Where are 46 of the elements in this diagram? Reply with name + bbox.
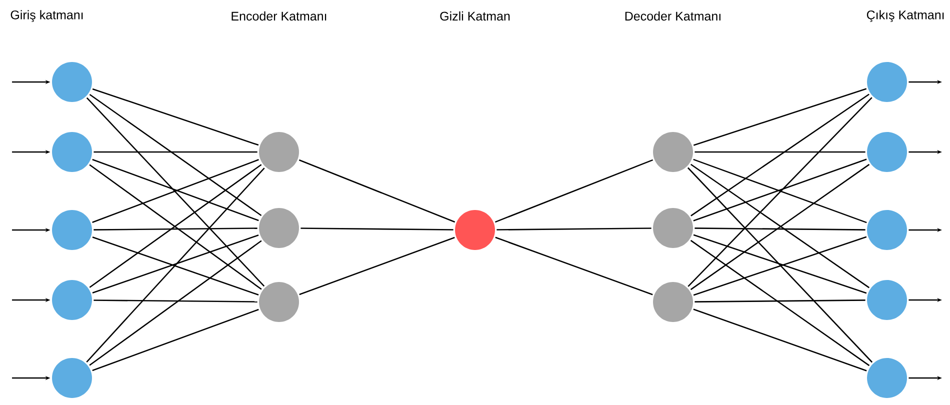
neuron-circle bbox=[52, 62, 92, 102]
neuron-circle bbox=[867, 62, 907, 102]
connection-line bbox=[690, 94, 870, 216]
neuron-circle bbox=[52, 132, 92, 172]
connection-line bbox=[298, 159, 456, 223]
connection-line bbox=[94, 228, 258, 230]
connection-line bbox=[94, 300, 258, 302]
connection-line bbox=[495, 236, 653, 296]
connection-line bbox=[86, 168, 265, 362]
layer-title: Giriş katmanı bbox=[10, 10, 83, 22]
neuron-circle bbox=[867, 210, 907, 250]
layer-title: Çıkış Katmanı bbox=[866, 10, 944, 22]
connection-line bbox=[694, 151, 866, 153]
layer-title: Encoder Katmanı bbox=[232, 11, 326, 21]
neuron-circle bbox=[52, 280, 92, 320]
neuron-circle bbox=[52, 358, 92, 398]
connection-line bbox=[688, 97, 872, 287]
neuron-circle bbox=[52, 210, 92, 250]
connection-line bbox=[690, 240, 870, 366]
layer-title: Decoder Katmanı bbox=[625, 11, 720, 21]
neuron-circle bbox=[653, 208, 693, 248]
connection-line bbox=[687, 167, 873, 363]
connection-line bbox=[496, 228, 652, 230]
connection-line bbox=[89, 94, 262, 216]
connection-line bbox=[299, 236, 455, 296]
neuron-circle bbox=[653, 132, 693, 172]
layer-title: Gizli Katman bbox=[440, 11, 510, 21]
neuron-circle bbox=[259, 282, 299, 322]
connection-line bbox=[694, 228, 866, 230]
connection-line bbox=[693, 308, 867, 372]
neuron-circle bbox=[867, 132, 907, 172]
connection-line bbox=[86, 97, 265, 287]
neuron-circle bbox=[455, 210, 495, 250]
neuron-circle bbox=[259, 208, 299, 248]
connection-line bbox=[89, 240, 262, 366]
connection-line bbox=[300, 228, 454, 230]
neuron-circle bbox=[867, 358, 907, 398]
connection-line bbox=[94, 151, 258, 153]
connection-line bbox=[494, 159, 654, 223]
connection-line bbox=[694, 300, 866, 302]
connection-line bbox=[92, 88, 259, 146]
connection-line bbox=[92, 308, 259, 372]
neuron-circle bbox=[653, 282, 693, 322]
connection-line bbox=[693, 88, 867, 146]
neuron-circle bbox=[867, 280, 907, 320]
neuron-circle bbox=[259, 132, 299, 172]
